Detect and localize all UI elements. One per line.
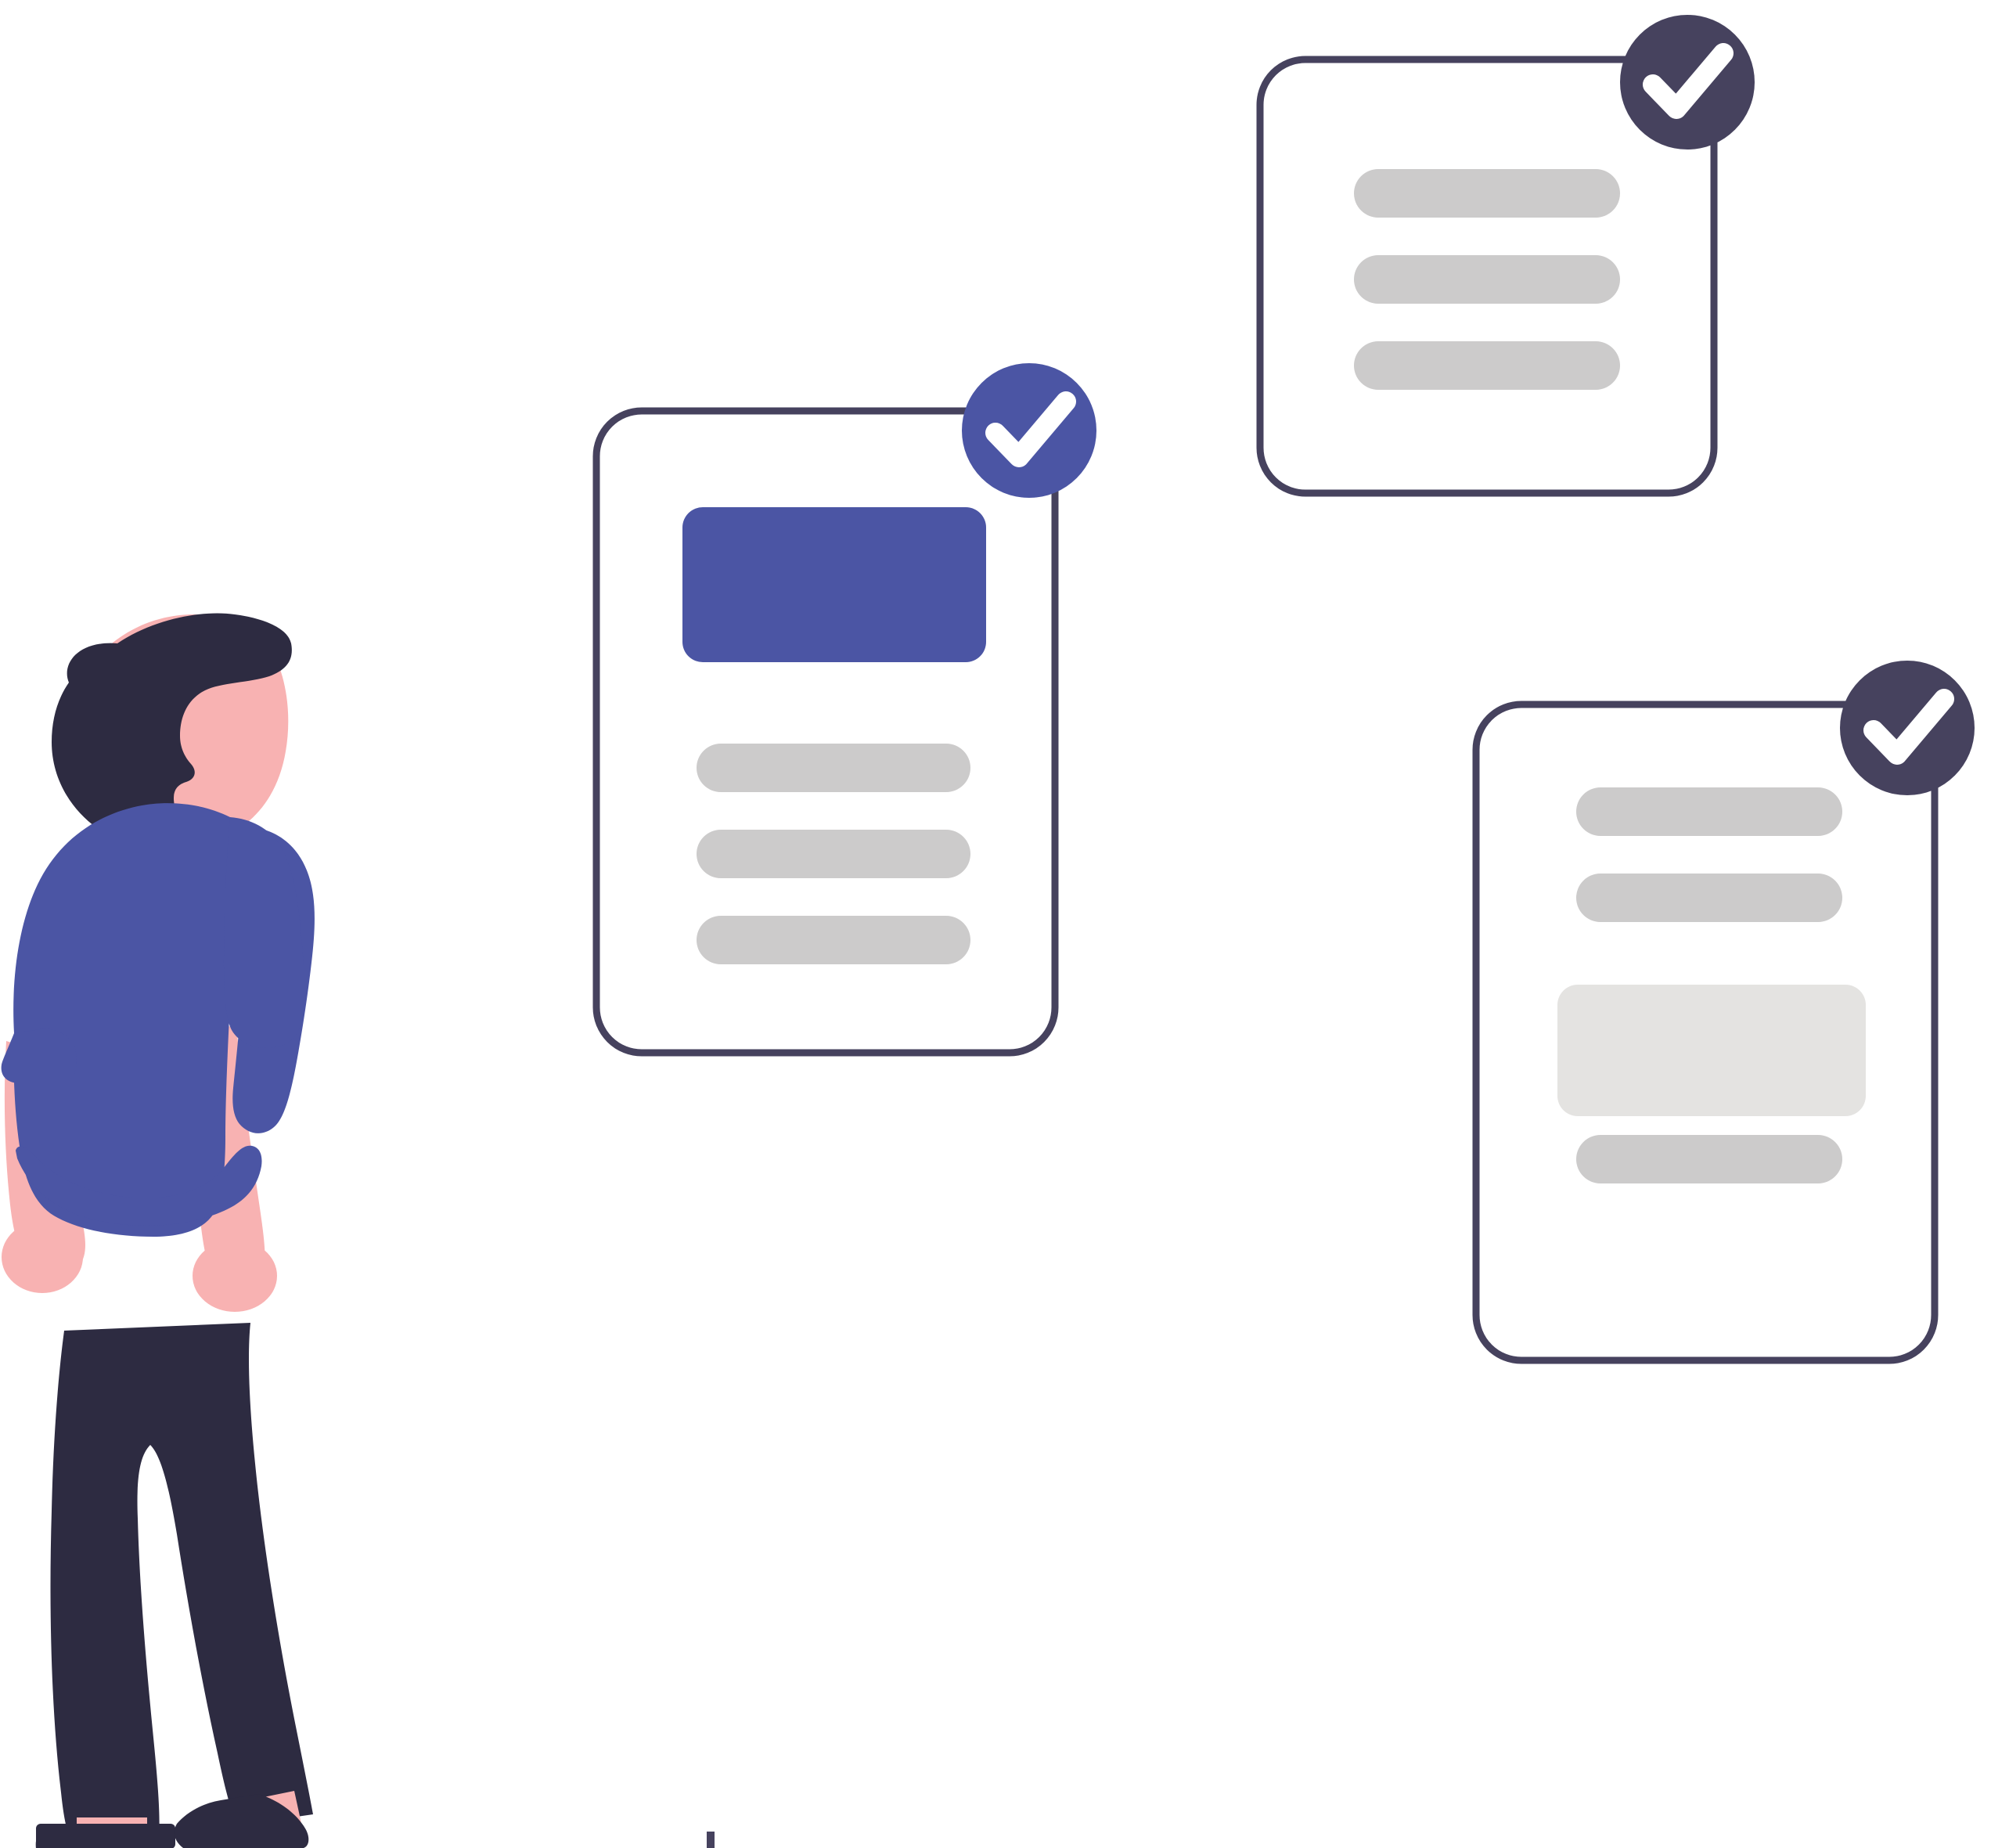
document-card-primary[interactable] — [592, 363, 1096, 1057]
hair — [52, 613, 292, 851]
check-badge-blue[interactable] — [962, 363, 1096, 498]
text-bar — [697, 916, 970, 964]
document-card-top-right[interactable] — [1256, 15, 1755, 497]
shoe-right — [174, 1794, 309, 1848]
hand-right — [193, 1240, 277, 1312]
hand-left — [2, 1221, 83, 1293]
check-badge-dark[interactable] — [1840, 661, 1975, 795]
check-badge-dark[interactable] — [1620, 15, 1755, 149]
check-icon — [1863, 689, 1954, 765]
text-bar — [1576, 1135, 1842, 1183]
text-bar — [1576, 787, 1842, 836]
shoe-left-sole — [36, 1824, 175, 1848]
text-bar — [1354, 341, 1620, 390]
text-bar — [1354, 255, 1620, 304]
text-bar — [697, 744, 970, 792]
hero-block — [682, 507, 986, 662]
document-card-bottom-right[interactable] — [1472, 661, 1975, 1364]
text-bar — [1576, 874, 1842, 922]
ground-tick-mark — [707, 1832, 715, 1848]
observer-figure — [1, 613, 315, 1848]
media-block — [1557, 985, 1866, 1116]
pants — [50, 1323, 313, 1847]
text-bar — [1354, 169, 1620, 218]
text-bar — [697, 830, 970, 878]
sleeve-left — [1, 1028, 77, 1083]
check-icon — [985, 391, 1076, 467]
sleeve-right — [224, 817, 304, 1049]
shirt-hem — [16, 1145, 262, 1226]
check-icon — [1643, 43, 1734, 119]
